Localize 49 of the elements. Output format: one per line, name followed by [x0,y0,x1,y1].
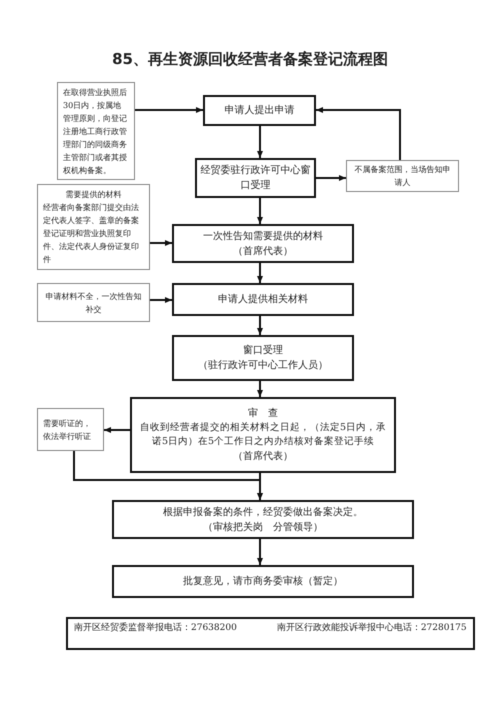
box-text: （审核把关岗 分管领导） [203,520,323,534]
box-text: （首席代表） [233,244,293,258]
box-heading: 需要提供的材料 [64,189,122,201]
note-box [37,283,150,322]
box-heading: 审 查 [248,406,278,421]
arrow [257,126,263,158]
box-heading: 根据申报备案的条件，经贸委做出备案决定。 [163,506,363,520]
box-text: 不属备案范围，当场告知申请人 [354,164,452,189]
process-box [130,397,396,473]
hotline-box [66,617,475,650]
hotline-text: 南开区行政效能投诉举报中心电话：27280175 [276,623,467,633]
box-text: （首席代表） [233,450,293,464]
box-text: 需要听证的，依法举行听证 [43,418,92,442]
title: 85、再生资源回收经营者备案登记流程图 [111,50,389,69]
process-box [203,95,316,126]
note-box [57,82,135,180]
process-box [112,565,414,598]
note-box [37,408,104,451]
box-text: 批复意见，请市商务委审核（暂定） [183,574,343,589]
box-text: （驻行政许可中心工作人员） [198,358,328,373]
arrow [257,539,263,565]
box-text: 申请人提供相关材料 [218,292,308,307]
box-text: 申请人提出申请 [224,104,294,118]
arrow [135,107,203,113]
arrow [257,381,263,397]
arrow [104,427,130,433]
process-box [172,335,354,381]
process-box [172,283,354,316]
note-box [346,160,459,192]
box-heading: 窗口受理 [243,344,283,358]
note-box [37,184,150,270]
arrow [257,263,263,283]
box-text: 申请材料不全，一次性告知补交 [44,290,142,316]
arrow [257,473,263,500]
arrow [257,316,263,335]
arrow [316,175,346,181]
box-text: 经贸委驻行政许可中心窗口受理 [200,164,312,193]
arrow [150,240,172,246]
box-text: 在取得营业执照后30日内，按属地管理原则，向登记注册地工商行政管理部门的同级商务主管部门或者其授权机构备案。 [63,86,128,176]
box-text: 经营者向备案部门提交由法定代表人签字、盖章的备案登记证明和营业执照复印件、法定代表人身份证复印件 [43,202,140,266]
process-box [195,158,316,198]
arrow [150,297,172,303]
hotline-text: 南开区经贸委监督举报电话：27638200 [74,623,237,633]
process-box [112,500,414,539]
box-text: 自收到经营者提交的相关材料之日起，（法定5日内，承诺5日内）在5个工作日之内办结核对备案登记手续 [138,421,388,449]
process-box [172,224,354,263]
box-heading: 一次性告知需要提供的材料 [203,230,323,244]
arrow [257,198,263,224]
arrow [316,107,401,160]
